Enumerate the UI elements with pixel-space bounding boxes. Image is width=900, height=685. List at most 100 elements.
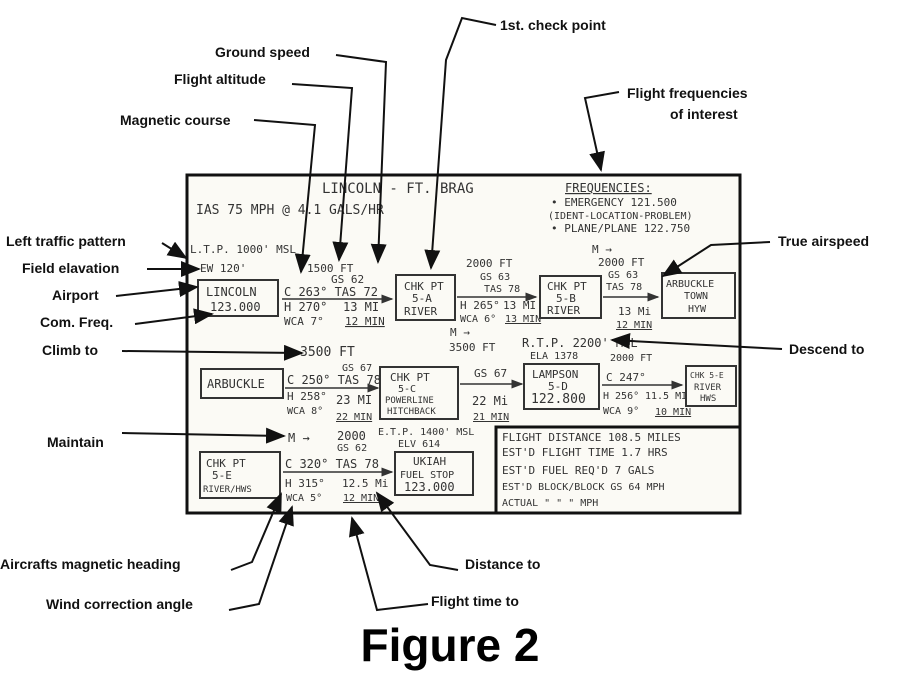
cp-5b-id: 5-B bbox=[556, 292, 576, 305]
leg2-altitude: 2000 FT bbox=[466, 257, 513, 270]
leg7-time: 12 MIN bbox=[343, 493, 379, 504]
maintain-ground-speed: GS 62 bbox=[337, 443, 367, 454]
arbuckle-name: ARBUCKLE bbox=[207, 377, 265, 391]
checkpoint-5a-box bbox=[395, 274, 456, 321]
figure-title: Figure 2 bbox=[360, 619, 540, 671]
summary-fuel: EST'D FUEL REQ'D 7 GALS bbox=[502, 464, 654, 477]
leg1-wca: WCA 7° bbox=[284, 315, 324, 328]
label-airport: Airport bbox=[52, 287, 99, 303]
label-flight-time-to: Flight time to bbox=[431, 593, 519, 609]
leg4-time: 22 MIN bbox=[336, 412, 372, 423]
row2-ground-speed: GS 67 bbox=[342, 363, 372, 374]
freq-ident: (IDENT-LOCATION-PROBLEM) bbox=[548, 211, 693, 222]
leg3-altitude: 2000 FT bbox=[598, 256, 645, 269]
label-first-check-point: 1st. check point bbox=[500, 17, 606, 33]
label-magnetic-course: Magnetic course bbox=[120, 112, 231, 128]
summary-box bbox=[494, 425, 742, 515]
leg1-course: C 263° TAS 72 bbox=[284, 285, 378, 299]
arbuckle-town-name1: ARBUCKLE bbox=[666, 279, 714, 290]
ukiah-subtitle: FUEL STOP bbox=[400, 470, 454, 481]
leader-airport bbox=[115, 281, 199, 297]
arbuckle-town-box bbox=[661, 272, 736, 319]
leg6-heading: H 256° bbox=[603, 391, 639, 402]
arbuckle-town-name2: TOWN bbox=[684, 291, 708, 302]
frequencies-header: FREQUENCIES: bbox=[565, 181, 652, 195]
cp-5e-title: CHK PT bbox=[206, 457, 246, 470]
summary-time: EST'D FLIGHT TIME 1.7 HRS bbox=[502, 446, 668, 459]
cp-5e-right-name1: RIVER bbox=[694, 383, 722, 393]
leg7-distance: 12.5 Mi bbox=[342, 477, 388, 490]
climb-altitude: 3500 FT bbox=[300, 345, 355, 360]
checkpoint-5b-box bbox=[539, 275, 602, 319]
cp-5e-right-name2: HWS bbox=[700, 394, 716, 404]
leg5-distance: 22 Mi bbox=[472, 394, 508, 408]
checkpoint-5e-right-box bbox=[685, 365, 737, 407]
leg6-distance: 11.5 MI bbox=[645, 391, 687, 402]
descend-maintain: M → bbox=[450, 326, 470, 339]
freq-plane: • PLANE/PLANE 122.750 bbox=[551, 222, 690, 235]
leg6-time: 10 MIN bbox=[655, 407, 691, 418]
leg4-heading: H 258° bbox=[287, 390, 327, 403]
leg3-distance: 13 Mi bbox=[618, 305, 651, 318]
etp-note: E.T.P. 1400' MSL bbox=[378, 427, 474, 438]
leg6-course: C 247° bbox=[606, 371, 646, 384]
leg3-ground-speed: GS 63 bbox=[608, 270, 638, 281]
leader-flight-time-to bbox=[349, 516, 429, 612]
leader-descend-to bbox=[610, 332, 783, 350]
ukiah-freq: 123.000 bbox=[404, 480, 455, 494]
lincoln-name: LINCOLN bbox=[206, 285, 257, 299]
label-wind-correction: Wind correction angle bbox=[46, 596, 193, 612]
elevation-note: EW 120' bbox=[200, 262, 246, 275]
label-aircraft-heading: Aircrafts magnetic heading bbox=[0, 556, 181, 572]
ukiah-elevation: ELV 614 bbox=[398, 439, 440, 450]
lampson-freq: 122.800 bbox=[531, 392, 586, 407]
summary-block: EST'D BLOCK/BLOCK GS 64 MPH bbox=[502, 482, 665, 493]
leg4-course: C 250° TAS 78 bbox=[287, 373, 381, 387]
cp-5a-name: RIVER bbox=[404, 305, 437, 318]
ukiah-airport-box bbox=[394, 451, 474, 496]
arbuckle-town-name3: HYW bbox=[688, 304, 707, 315]
lampson-elevation: ELA 1378 bbox=[530, 351, 578, 362]
leg2-heading: H 265° bbox=[460, 299, 500, 312]
lampson-airport-box bbox=[523, 363, 600, 410]
leg7-course: C 320° TAS 78 bbox=[285, 457, 379, 471]
arbuckle-box bbox=[200, 368, 284, 399]
leader-first-check-point bbox=[424, 16, 497, 270]
leg1-altitude: 1500 FT bbox=[307, 262, 354, 275]
label-climb-to: Climb to bbox=[42, 342, 98, 358]
leg4-wca: WCA 8° bbox=[287, 406, 323, 417]
checkpoint-5c-box bbox=[379, 366, 459, 420]
label-descend-to: Descend to bbox=[789, 341, 865, 357]
leader-aircraft-heading bbox=[230, 492, 282, 571]
lincoln-airport-box bbox=[197, 279, 279, 317]
leader-climb-to bbox=[121, 344, 304, 361]
label-field-elevation: Field elavation bbox=[22, 260, 120, 276]
leg5-ground-speed: GS 67 bbox=[474, 367, 507, 380]
leader-flight-altitude bbox=[291, 83, 354, 262]
label-true-airspeed: True airspeed bbox=[778, 233, 870, 249]
cp-5e-id: 5-E bbox=[212, 469, 232, 482]
label-of-interest: of interest bbox=[670, 106, 738, 122]
leg2-distance: 13 MI bbox=[503, 299, 536, 312]
leader-wind-correction bbox=[228, 505, 294, 611]
leg2-wca: WCA 6° bbox=[460, 314, 496, 325]
ukiah-name: UKIAH bbox=[413, 455, 446, 468]
cp-5c-name2: HITCHBACK bbox=[387, 407, 436, 417]
leader-left-traffic-pattern bbox=[161, 241, 188, 260]
cp-5e-name: RIVER/HWS bbox=[203, 485, 252, 495]
rtp-note: R.T.P. 2200' MSL bbox=[522, 336, 638, 350]
cp-5e-right-title: CHK 5-E bbox=[690, 371, 724, 380]
leg2-tas: TAS 78 bbox=[484, 284, 520, 295]
leader-com-freq bbox=[134, 308, 214, 325]
label-maintain: Maintain bbox=[47, 434, 104, 450]
lincoln-freq: 123.000 bbox=[210, 300, 261, 314]
cp-5c-id: 5-C bbox=[398, 384, 416, 395]
label-left-traffic-pattern: Left traffic pattern bbox=[6, 233, 126, 249]
cp-5a-id: 5-A bbox=[412, 292, 432, 305]
leader-magnetic-course bbox=[253, 119, 317, 274]
cp-5b-title: CHK PT bbox=[547, 280, 587, 293]
checkpoint-5e-box bbox=[199, 451, 281, 499]
cp-5b-name: RIVER bbox=[547, 304, 580, 317]
